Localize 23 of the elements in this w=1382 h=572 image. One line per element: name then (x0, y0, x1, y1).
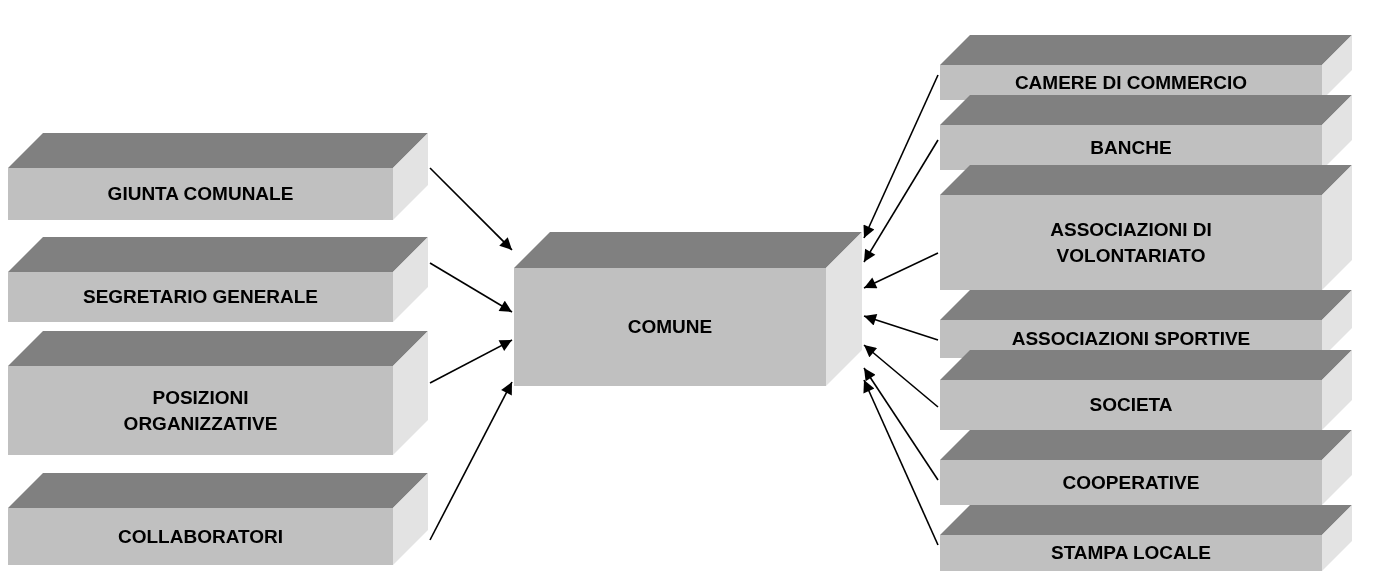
arrow (863, 314, 939, 341)
arrow (429, 339, 513, 384)
box-label: COMUNE (627, 315, 713, 340)
arrow (863, 367, 939, 481)
arrow (863, 379, 939, 546)
arrow (429, 167, 513, 251)
box-label: SEGRETARIO GENERALE (82, 285, 319, 310)
box-label: ASSOCIAZIONI SPORTIVE (1011, 327, 1251, 352)
box-label: SOCIETA (1089, 393, 1173, 418)
arrow (863, 344, 939, 408)
arrow (863, 252, 939, 289)
box-label: ASSOCIAZIONI DI VOLONTARIATO (1049, 217, 1213, 268)
arrow (429, 262, 513, 313)
box-label: STAMPA LOCALE (1050, 541, 1212, 566)
box-label: COOPERATIVE (1062, 470, 1200, 495)
arrow (863, 74, 939, 239)
box-label: GIUNTA COMUNALE (107, 182, 294, 207)
arrow (863, 139, 939, 263)
arrow (429, 381, 513, 541)
box-label: CAMERE DI COMMERCIO (1014, 70, 1248, 95)
box-label: BANCHE (1090, 135, 1172, 160)
box-label: COLLABORATORI (118, 524, 283, 549)
box-label: POSIZIONI ORGANIZZATIVE (122, 385, 279, 436)
